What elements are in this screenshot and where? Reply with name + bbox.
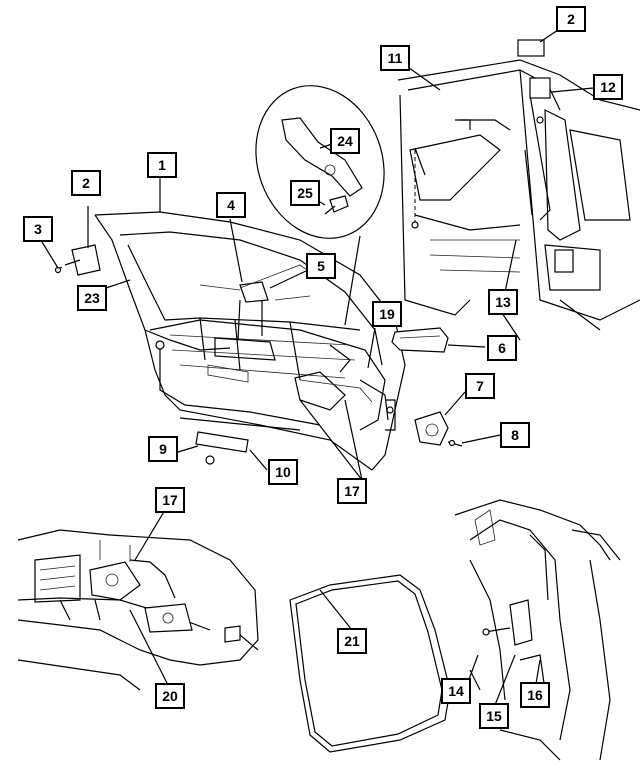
callout-25: 25 [290, 180, 320, 206]
bracket-illustration [195, 431, 249, 465]
callout-label: 19 [379, 306, 395, 322]
callout-3: 3 [23, 216, 53, 242]
latch-detail-illustration [17, 529, 259, 691]
callout-5: 5 [306, 253, 336, 279]
callout-label: 17 [344, 483, 360, 499]
callout-label: 23 [84, 290, 100, 306]
callout-label: 8 [511, 427, 519, 443]
callout-label: 21 [344, 633, 360, 649]
callout-8: 8 [500, 422, 530, 448]
callout-9: 9 [148, 436, 178, 462]
vehicle-body-illustration [397, 39, 640, 341]
callout-label: 24 [337, 133, 353, 149]
callout-16: 16 [520, 682, 550, 708]
callout-23: 23 [77, 285, 107, 311]
callout-label: 12 [600, 79, 616, 95]
callout-7: 7 [465, 373, 495, 399]
callout-label: 15 [486, 708, 502, 724]
callout-label: 11 [387, 50, 403, 66]
weatherstrip-illustration [289, 574, 451, 753]
callout-6: 6 [487, 335, 517, 361]
callout-label: 1 [158, 157, 166, 173]
callout-label: 7 [476, 378, 484, 394]
callout-label: 5 [317, 258, 325, 274]
liftgate-illustration [94, 211, 406, 471]
callout-13: 13 [488, 289, 518, 315]
callout-label: 20 [162, 688, 178, 704]
hinge-left-illustration [54, 244, 101, 276]
callout-1: 1 [147, 152, 177, 178]
callout-label: 4 [227, 197, 235, 213]
callout-2-liftgate-hinge: 2 [71, 170, 101, 196]
callout-24: 24 [330, 128, 360, 154]
callout-label: 14 [448, 683, 464, 699]
callout-label: 25 [297, 185, 313, 201]
callout-4: 4 [216, 192, 246, 218]
callout-label: 10 [275, 464, 291, 480]
callout-2-body-hinge: 2 [556, 6, 586, 32]
callout-11: 11 [380, 45, 410, 71]
callout-label: 2 [567, 11, 575, 27]
callout-label: 9 [159, 441, 167, 457]
callout-label: 16 [527, 687, 543, 703]
callout-label: 17 [162, 492, 178, 508]
callout-label: 3 [34, 221, 42, 237]
detail-inset-oval [255, 85, 385, 326]
exterior-handle-illustration [391, 327, 449, 353]
leader-lines [41, 21, 594, 706]
callout-17-liftgate: 17 [337, 478, 367, 504]
callout-10: 10 [268, 459, 298, 485]
callout-12: 12 [593, 74, 623, 100]
callout-17-detail: 17 [155, 487, 185, 513]
callout-20: 20 [155, 683, 185, 709]
callout-15: 15 [479, 703, 509, 729]
callout-label: 2 [82, 175, 90, 191]
latch-illustration [385, 399, 463, 447]
callout-19: 19 [372, 301, 402, 327]
callout-label: 6 [498, 340, 506, 356]
callout-label: 13 [495, 294, 511, 310]
callout-21: 21 [337, 628, 367, 654]
callout-14: 14 [441, 678, 471, 704]
